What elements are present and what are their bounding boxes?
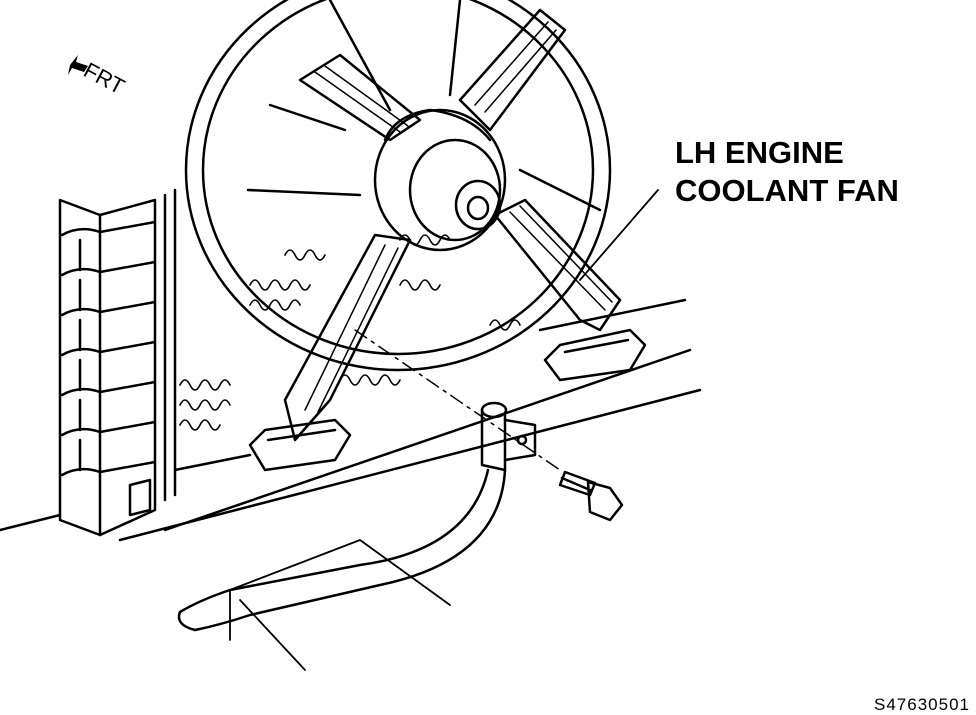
callout-line2: COOLANT FAN — [675, 173, 899, 208]
bolt — [558, 470, 624, 522]
wire-harness — [177, 468, 507, 632]
alignment-line — [354, 329, 561, 471]
direction-label: FRT — [80, 57, 129, 99]
figure-id: S47630501 — [874, 695, 970, 714]
harness-connector — [480, 401, 537, 472]
fan-shroud — [0, 234, 702, 542]
callout-line1: LH ENGINE — [675, 135, 844, 170]
front-direction-arrow: FRT — [68, 55, 129, 99]
fan-motor — [373, 108, 507, 252]
leader-lines — [229, 189, 659, 671]
fan-ring — [184, 0, 612, 372]
radiator-core-cells — [60, 220, 157, 477]
mounting-foot-left — [248, 418, 352, 472]
fan-blades — [246, 0, 602, 212]
radiator — [58, 188, 177, 537]
mounting-foot-right — [543, 328, 647, 382]
